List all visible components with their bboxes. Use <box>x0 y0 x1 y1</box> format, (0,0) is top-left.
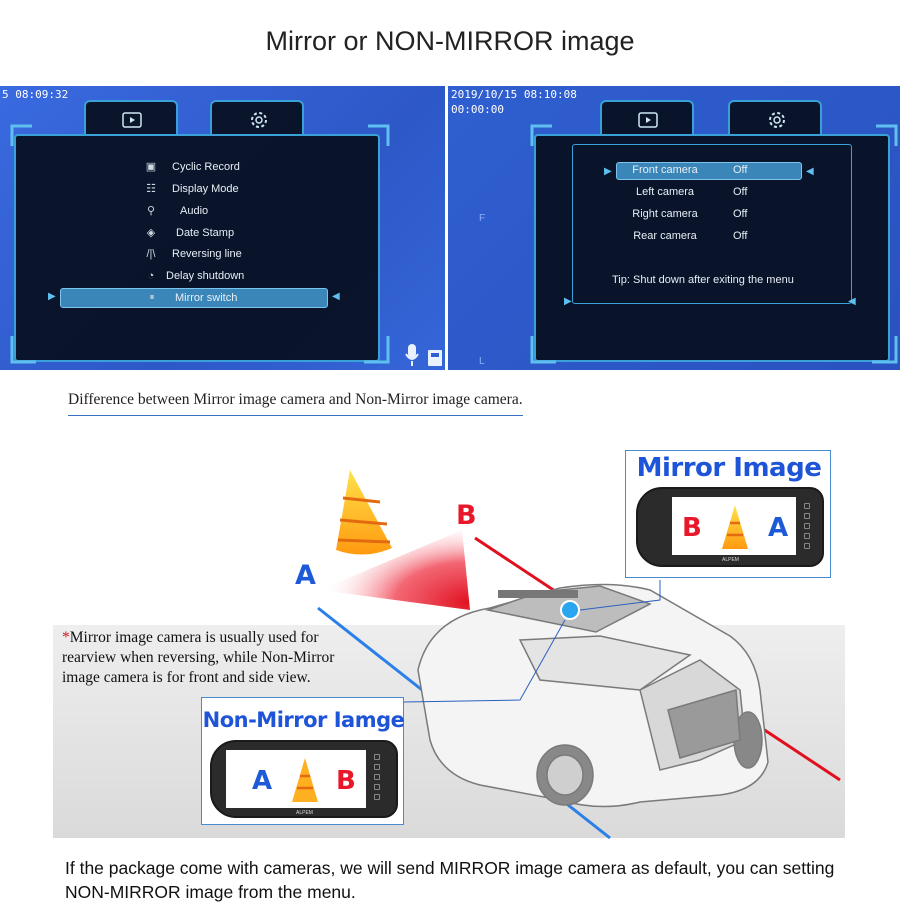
panel-frame-decoration <box>530 124 898 364</box>
car-illustration <box>417 583 769 808</box>
mirror-brand: ALPEM <box>296 810 313 816</box>
camera-view-beam <box>320 530 470 610</box>
mirror-monitor: B A ALPEM <box>636 487 824 567</box>
panel-frame-decoration <box>10 124 390 364</box>
mirror-brand: ALPEM <box>722 557 739 563</box>
diagram-label-b: B <box>456 500 477 531</box>
tag-icon: ◈ <box>146 227 156 239</box>
right-menu-screenshot: 2019/10/15 08:10:08 00:00:00 ▶ ◀ Front c… <box>448 86 900 370</box>
timestamp: 2019/10/15 08:10:08 <box>451 88 577 101</box>
connector-to-nonmirror <box>403 619 566 703</box>
mic-sd-status-icon <box>405 344 442 366</box>
menu-item-display-mode[interactable]: ☷Display Mode <box>144 182 244 204</box>
select-arrow-left: ▶ <box>604 166 612 177</box>
audio-icon: ⚲ <box>146 205 156 217</box>
menu-item-cyclic-record[interactable]: ▣Cyclic Record <box>145 161 240 173</box>
recording-duration: 00:00:00 <box>451 103 504 116</box>
mirror-switch-icon: ⏸ <box>149 292 155 303</box>
side-letter-f: F <box>479 213 486 224</box>
gear-icon <box>251 112 267 128</box>
footer-text: If the package come with cameras, we wil… <box>65 858 835 902</box>
note-star: * <box>62 629 70 646</box>
usage-note: *Mirror image camera is usually used for… <box>62 628 362 688</box>
diagram-caption: Difference between Mirror image camera a… <box>68 391 523 416</box>
menu-item-reversing-line[interactable]: /|\Reversing line <box>144 248 244 270</box>
video-icon <box>122 112 142 128</box>
camera-dot <box>560 600 580 620</box>
mirror-monitor: A B ALPEM <box>210 740 398 818</box>
select-arrow-right: ◀ <box>332 291 340 302</box>
timestamp: 5 08:09:32 <box>2 88 69 101</box>
camera-list-frame <box>572 144 852 304</box>
diagram-label-a: A <box>295 560 316 591</box>
traffic-cone-icon <box>722 505 748 549</box>
mirror-buttons <box>804 503 810 549</box>
mirror-screen: A B <box>226 750 366 808</box>
tab-video[interactable] <box>84 100 178 136</box>
video-icon <box>638 112 658 128</box>
menu-item-date-stamp[interactable]: ◈Date Stamp <box>144 226 244 248</box>
select-arrow-left: ▶ <box>48 291 56 302</box>
mirror-screen: B A <box>672 497 796 555</box>
camera-diagram <box>317 470 841 840</box>
camera-row-front[interactable] <box>616 162 802 180</box>
side-letter-l: L <box>479 356 485 367</box>
traffic-cone-icon <box>292 758 318 802</box>
tab-video[interactable] <box>600 100 694 136</box>
traffic-cone-icon <box>336 470 392 555</box>
timer-icon: ◔ <box>147 270 155 282</box>
note-text: Mirror image camera is usually used for … <box>62 629 335 686</box>
select-arrow-right: ◀ <box>806 166 814 177</box>
mirror-image-callout: Mirror Image B A ALPEM <box>625 450 831 578</box>
connector-to-mirror <box>579 580 661 611</box>
non-mirror-image-callout: Non-Mirror Iamge A B ALPEM <box>201 697 405 825</box>
menu-list: ▣Cyclic Record ☷Display Mode ⚲Audio ◈Dat… <box>144 160 244 292</box>
menu-item-audio[interactable]: ⚲Audio <box>144 204 244 226</box>
gear-icon <box>769 112 785 128</box>
tip-text: Tip: Shut down after exiting the menu <box>612 274 794 286</box>
nav-arrow-left: ▶ <box>564 296 572 307</box>
page-title: Mirror or NON-MIRROR image <box>265 26 635 56</box>
menu-panel <box>14 134 380 362</box>
menu-item-delay-shutdown[interactable]: ◔Delay shutdown <box>144 270 245 292</box>
mirror-buttons <box>374 754 380 800</box>
nav-arrow-right: ◀ <box>848 296 856 307</box>
tab-settings[interactable] <box>210 100 304 136</box>
reversing-line-icon: /|\ <box>146 248 156 260</box>
display-icon: ☷ <box>146 183 156 195</box>
menu-item-mirror-switch[interactable]: ⏸ Mirror switch <box>60 288 328 308</box>
left-menu-screenshot: 5 08:09:32 ▣Cyclic Record ☷Display Mode … <box>0 86 445 370</box>
tab-settings[interactable] <box>728 100 822 136</box>
camera-icon: ▣ <box>145 161 157 173</box>
